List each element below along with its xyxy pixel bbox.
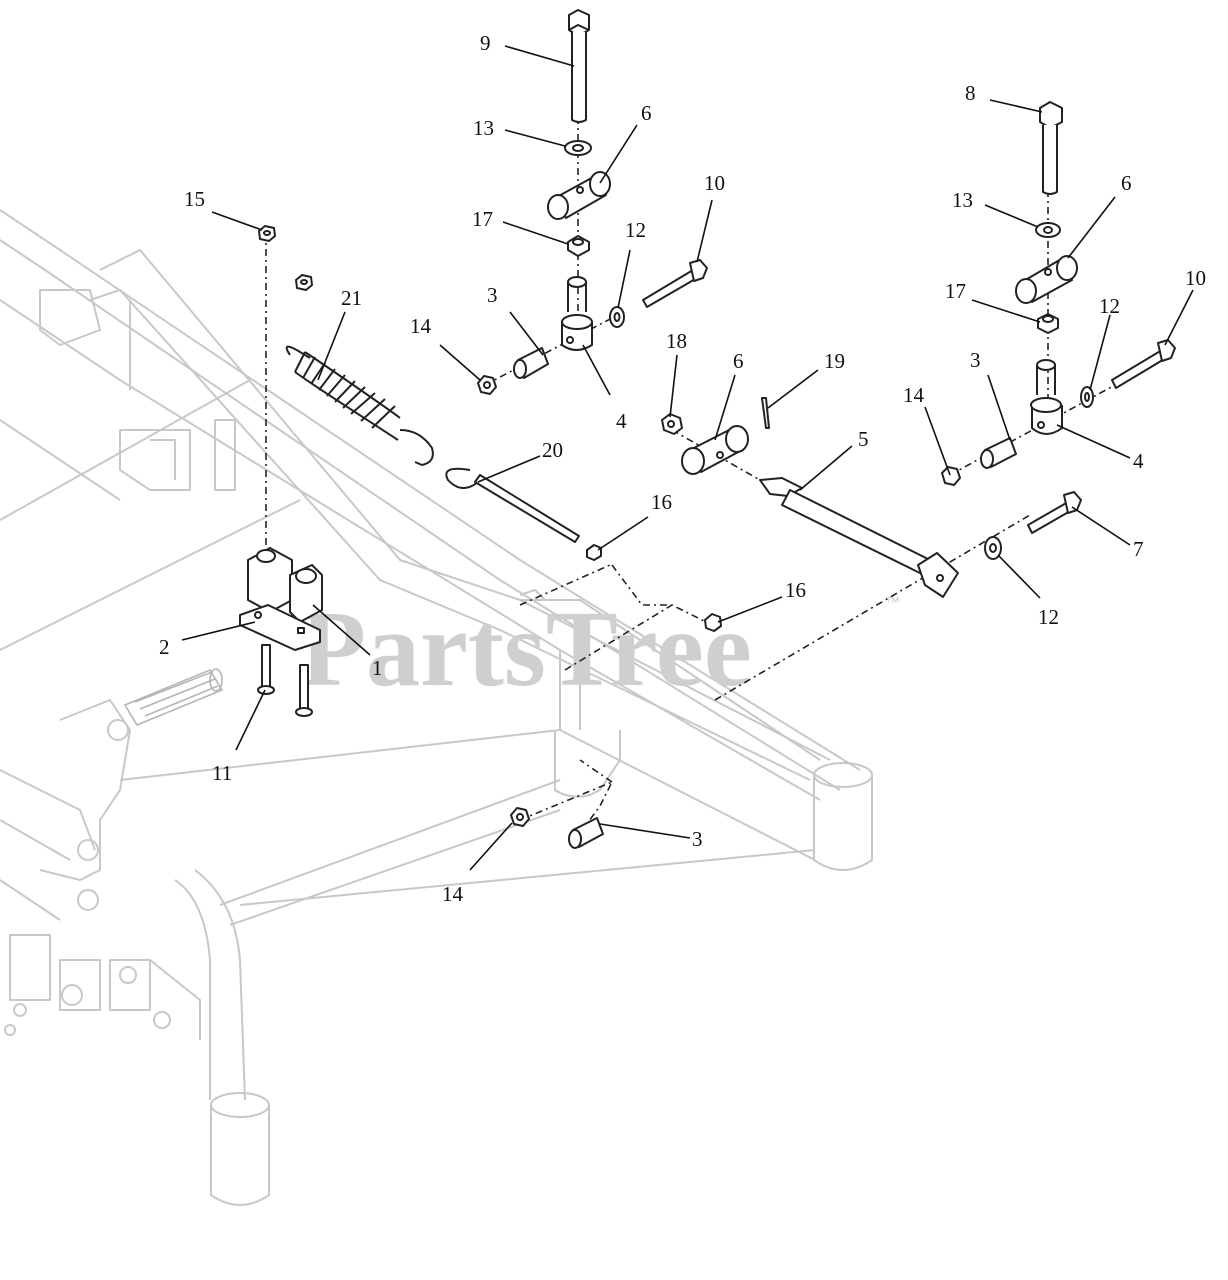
machine-frame [0, 209, 873, 1206]
callout-3: 3 [970, 348, 981, 372]
part-6-pivot [681, 425, 749, 475]
callout-11: 11 [212, 761, 232, 785]
part-19-cotter-pin [761, 397, 770, 429]
callout-19: 19 [824, 349, 845, 373]
callout-5: 5 [858, 427, 869, 451]
part-1-clamp [247, 547, 323, 623]
watermark-text: PartsTree [300, 590, 752, 709]
part-17-nut [567, 235, 590, 257]
part-3-bushing [568, 817, 604, 849]
part-14-nut [477, 375, 497, 395]
part-17-nut [1037, 313, 1059, 334]
callout-16: 16 [651, 490, 672, 514]
callout-6: 6 [641, 101, 652, 125]
part-3-bushing [980, 437, 1017, 469]
callout-1: 1 [372, 656, 383, 680]
part-20-eyebolt [445, 467, 580, 543]
callout-labels: 9 13 6 17 12 10 3 14 4 15 21 18 6 19 20 … [159, 31, 1206, 906]
callout-18: 18 [666, 329, 687, 353]
part-7-bolt [1027, 491, 1082, 534]
callout-13: 13 [473, 116, 494, 140]
part-4-spindle [561, 276, 593, 351]
part-4-spindle [1030, 359, 1063, 435]
part-16-nut [586, 544, 602, 561]
callout-14: 14 [903, 383, 925, 407]
part-13-washer [1035, 222, 1061, 238]
watermark-trademark: ™ [885, 594, 900, 611]
part-5-shaft [759, 477, 959, 598]
callout-12: 12 [1038, 605, 1059, 629]
callout-14: 14 [410, 314, 432, 338]
leader-lines [181, 45, 1194, 871]
part-12-washer [609, 306, 625, 328]
watermark: PartsTree ™ [300, 590, 900, 709]
callout-3: 3 [692, 827, 703, 851]
callout-4: 4 [1133, 449, 1144, 473]
callout-2: 2 [159, 635, 170, 659]
callout-10: 10 [1185, 266, 1206, 290]
part-11-bolts [257, 644, 313, 717]
parts [239, 9, 1176, 849]
part-15-nut [258, 225, 313, 291]
callout-12: 12 [625, 218, 646, 242]
part-21-spring [285, 345, 434, 466]
callout-21: 21 [341, 286, 362, 310]
callout-12: 12 [1099, 294, 1120, 318]
part-10-bolt [642, 259, 708, 308]
callout-8: 8 [965, 81, 976, 105]
callout-17: 17 [472, 207, 493, 231]
part-12-washer [1080, 386, 1094, 408]
callout-6: 6 [733, 349, 744, 373]
part-10-bolt [1111, 339, 1176, 389]
callout-15: 15 [184, 187, 205, 211]
callout-20: 20 [542, 438, 563, 462]
part-8-bolt [1039, 101, 1063, 195]
part-14-nut [941, 466, 961, 486]
callout-6: 6 [1121, 171, 1132, 195]
callout-7: 7 [1133, 537, 1144, 561]
callout-9: 9 [480, 31, 491, 55]
part-6-pivot [547, 171, 611, 220]
callout-13: 13 [952, 188, 973, 212]
callout-10: 10 [704, 171, 725, 195]
part-3-bushing [513, 347, 549, 379]
part-9-bolt [568, 9, 590, 123]
splined-shaft [123, 668, 224, 727]
callout-17: 17 [945, 279, 966, 303]
part-12-washer [984, 536, 1002, 560]
part-14-nut [510, 807, 530, 827]
part-16-nut [704, 613, 722, 632]
part-18-nut [661, 413, 683, 435]
callout-3: 3 [487, 283, 498, 307]
callout-16: 16 [785, 578, 806, 602]
callout-4: 4 [616, 409, 627, 433]
part-6-pivot [1015, 255, 1078, 304]
part-13-washer [564, 140, 592, 156]
callout-14: 14 [442, 882, 464, 906]
